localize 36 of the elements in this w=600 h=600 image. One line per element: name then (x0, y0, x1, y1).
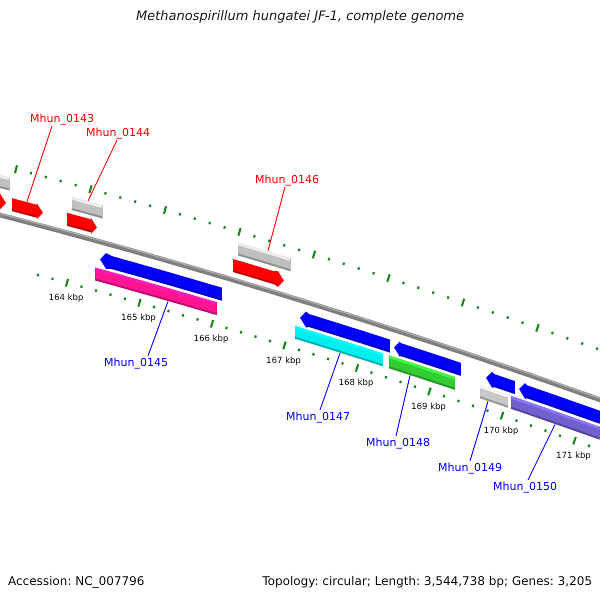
leader-line (88, 140, 118, 202)
gene-label: Mhun_0146 (255, 174, 319, 186)
scale-label: 166 kbp (194, 335, 228, 344)
cds-block (12, 198, 43, 220)
leader-line (528, 424, 556, 480)
gene-label: Mhun_0143 (30, 112, 94, 126)
gene-label: Mhun_0148 (366, 436, 430, 450)
gene-bar (0, 174, 10, 191)
scale-label: 171 kbp (556, 452, 591, 462)
gene-bar (480, 385, 508, 408)
gene-label: Mhun_0144 (86, 126, 150, 140)
cds-block (0, 194, 6, 210)
cds-block (486, 372, 515, 394)
leader-line (320, 352, 340, 410)
gene-label: Mhun_0150 (493, 480, 557, 494)
leader-line (26, 126, 52, 202)
scale-label: 168 kbp (338, 379, 374, 389)
gene-label: Mhun_0145 (104, 356, 168, 370)
scale-label: 169 kbp (411, 402, 446, 412)
cds-block (66, 212, 97, 234)
genome-info-text: Topology: circular; Length: 3,544,738 bp; Genes: 3,205 (262, 575, 592, 589)
scale-label: 165 kbp (121, 314, 156, 324)
gene-bar (72, 197, 103, 219)
gene-label: Mhun_0147 (286, 410, 350, 424)
scale-label: 167 kbp (266, 356, 301, 366)
leader-line (268, 186, 286, 252)
title: Methanospirillum hungatei JF-1, complete genome (134, 10, 466, 24)
gene-label: Mhun_0149 (438, 462, 502, 474)
gene-bar (94, 267, 218, 316)
gene-bar (388, 355, 456, 390)
scale-label: 164 kbp (48, 294, 84, 304)
leader-line (396, 375, 410, 436)
scale-label: 170 kbp (484, 427, 518, 436)
leader-line (470, 400, 488, 462)
cds-block (232, 258, 284, 287)
accession-text: Accession: NC_007796 (8, 575, 144, 589)
